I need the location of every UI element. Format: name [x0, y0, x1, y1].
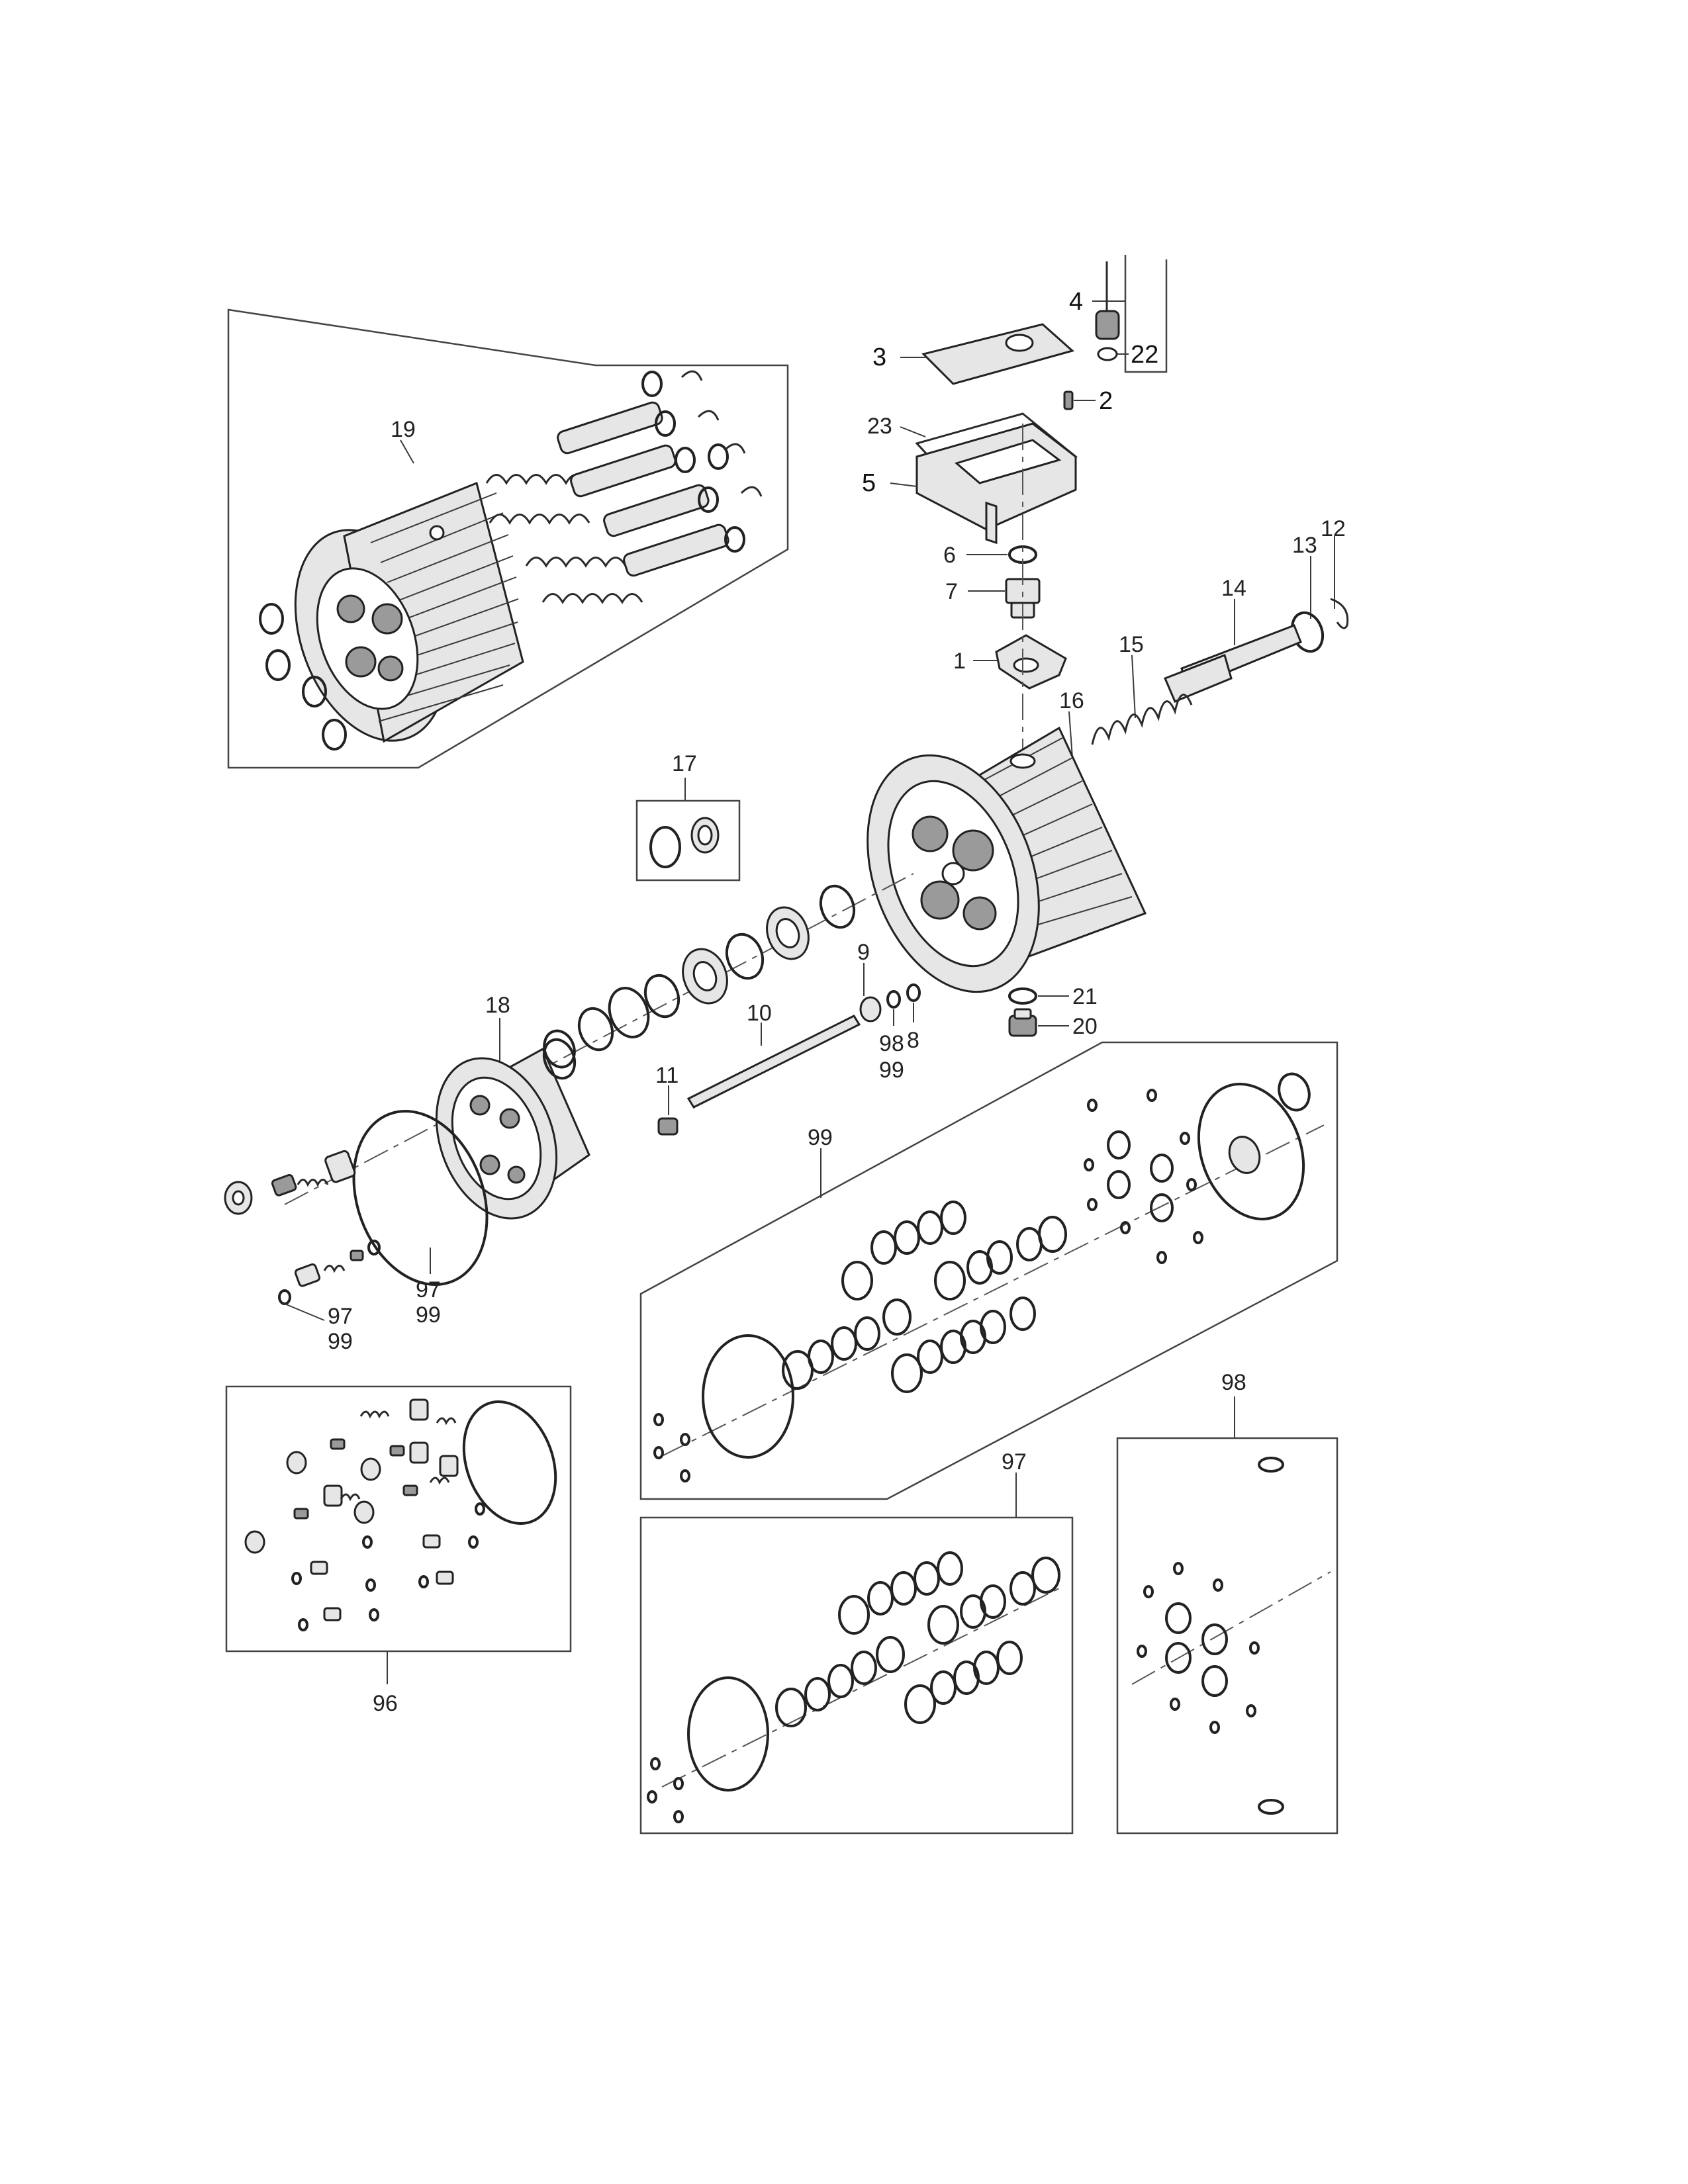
shaft-part-14: [1164, 624, 1302, 703]
kit19-pistons: [557, 401, 729, 577]
kit99-center-seals: [1107, 1130, 1174, 1222]
kit19-seal-rings: [259, 603, 347, 751]
callout-98-mid: 98: [879, 1031, 904, 1056]
center-seal-stack: [284, 873, 914, 1205]
kit96-valves: [244, 1398, 459, 1621]
kit-98-group: 98: [1116, 1370, 1338, 1835]
kit-4-frame: [1124, 255, 1168, 373]
callout-7: 7: [945, 579, 958, 604]
kit-97-group: 97: [639, 1449, 1074, 1835]
callout-20: 20: [1072, 1014, 1098, 1039]
bearing-part: [766, 906, 810, 960]
callout-99-bottom: 99: [328, 1329, 353, 1354]
callout-3: 3: [872, 343, 886, 371]
callout-99: 99: [808, 1125, 833, 1150]
callout-19: 19: [391, 417, 416, 442]
kit98-seals: [1137, 1457, 1284, 1815]
kit-98-frame: [1116, 1437, 1338, 1835]
callout-12: 12: [1321, 516, 1346, 541]
dipstick-part-4: [1095, 261, 1120, 361]
nut-part-11: [657, 1117, 679, 1136]
callout-1: 1: [953, 649, 966, 674]
bracket-part-1: [995, 634, 1067, 690]
ring-part-8: [906, 983, 921, 1002]
housing-part-5: [915, 422, 1077, 545]
callout-10: 10: [747, 1001, 772, 1026]
cover-part-3: [921, 323, 1075, 385]
kit-97-frame: [639, 1516, 1074, 1835]
kit-96-frame: [225, 1385, 572, 1653]
callout-11: 11: [655, 1063, 679, 1088]
callout-97: 97: [1002, 1449, 1027, 1475]
cover-assembly: 4 22 3 2 23 5 6: [862, 255, 1168, 761]
circlip-part-12: [1330, 598, 1349, 629]
plug-part-20: [1008, 1008, 1037, 1037]
callout-98: 98: [1221, 1370, 1246, 1395]
callout-17: 17: [672, 751, 697, 776]
valve-head-group: 18 97 99 97 99: [224, 993, 590, 1354]
callout-6: 6: [943, 543, 956, 568]
large-oring: [352, 1110, 489, 1286]
valve-head-part-18: [435, 1047, 590, 1220]
tie-rod-part-10: [686, 1015, 861, 1109]
drain-plug-group: 21 20: [1008, 984, 1098, 1039]
kit97-seal-rows: [647, 1551, 1060, 1823]
main-pump-head: [867, 726, 1147, 993]
screw-part-2: [1063, 390, 1074, 410]
callout-5: 5: [862, 469, 876, 497]
tie-rod-group: 10 11 9 8 98 99: [655, 940, 921, 1136]
callout-9: 9: [857, 940, 870, 965]
callout-4: 4: [1069, 288, 1083, 316]
kit-99-group: 99: [639, 1041, 1338, 1500]
callout-22: 22: [1131, 341, 1158, 369]
callout-8: 8: [907, 1028, 919, 1053]
kit-96-group: 96: [225, 1385, 572, 1716]
kit-17-group: 17: [635, 751, 741, 882]
fitting-part-7: [1005, 578, 1041, 619]
kit-17-frame: [635, 799, 741, 882]
kit99-seal-rows: [653, 1201, 1067, 1482]
kit-19-frame: [227, 308, 789, 769]
callout-96: 96: [373, 1691, 398, 1716]
callout-14: 14: [1221, 576, 1246, 601]
callout-21: 21: [1072, 984, 1098, 1009]
callout-18: 18: [485, 993, 510, 1018]
oring-part-21: [1008, 987, 1037, 1005]
shaft-assembly: 12 13 14 15 16: [1059, 516, 1349, 758]
callout-13: 13: [1292, 533, 1317, 558]
callout-99-mid: 99: [879, 1058, 904, 1083]
kit-99-frame: [639, 1041, 1338, 1500]
callout-99-left: 99: [416, 1302, 441, 1328]
callout-16: 16: [1059, 688, 1084, 713]
callout-23: 23: [867, 414, 892, 439]
spring-part-15: [1091, 694, 1193, 745]
callout-97-bottom: 97: [328, 1304, 353, 1329]
kit-19-group: 19: [227, 308, 789, 769]
callout-15: 15: [1119, 632, 1144, 657]
washer-part-9: [859, 996, 882, 1023]
kit96-small-rings: [291, 1502, 485, 1631]
kit99-small-rings: [1084, 1089, 1203, 1264]
kit19-springs: [485, 474, 643, 604]
callout-2: 2: [1099, 387, 1113, 415]
kit19-small-rings: [641, 370, 763, 553]
callout-97-left: 97: [416, 1277, 441, 1302]
pump-head-kit19: [294, 481, 524, 743]
